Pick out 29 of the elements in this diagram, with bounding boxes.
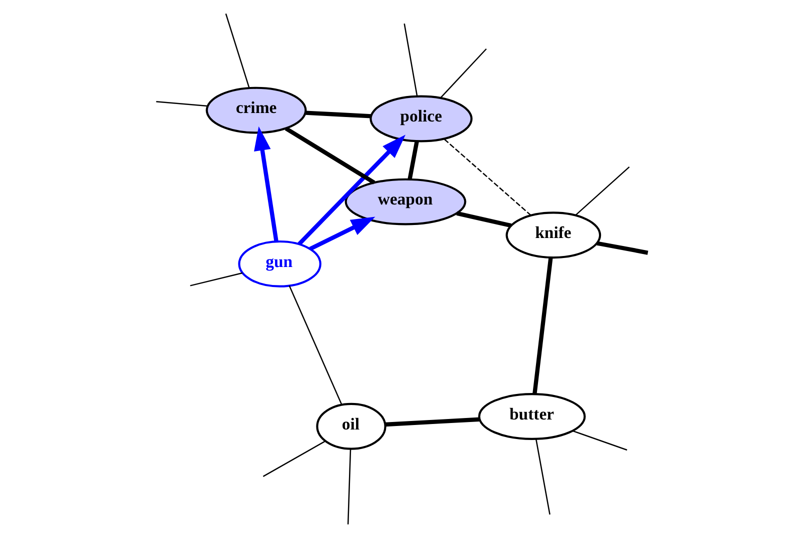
node-ellipse: knife [505,212,601,259]
connector [262,440,326,477]
connector [532,257,552,395]
node-ellipse: crime [205,86,306,134]
connector [190,272,242,286]
connector [443,138,531,216]
connector [284,126,375,184]
node-ellipse: butter [478,393,586,440]
connector [288,285,342,406]
node-ellipse: weapon [344,178,466,226]
connector [346,448,351,524]
connector [439,48,486,99]
node-ellipse: gun [238,240,321,288]
connector [574,166,630,216]
connector [305,110,371,118]
arrow [254,126,278,242]
connector [403,24,418,97]
arrow [308,216,375,251]
connector [224,13,250,88]
connector [156,100,208,107]
connector [534,438,550,515]
connector [407,140,418,180]
node-ellipse: oil [316,402,386,450]
connector [572,430,627,451]
connector [456,211,511,228]
connector [384,417,480,427]
node-ellipse: police [369,95,472,142]
connector [596,241,648,255]
arrow [297,134,405,246]
